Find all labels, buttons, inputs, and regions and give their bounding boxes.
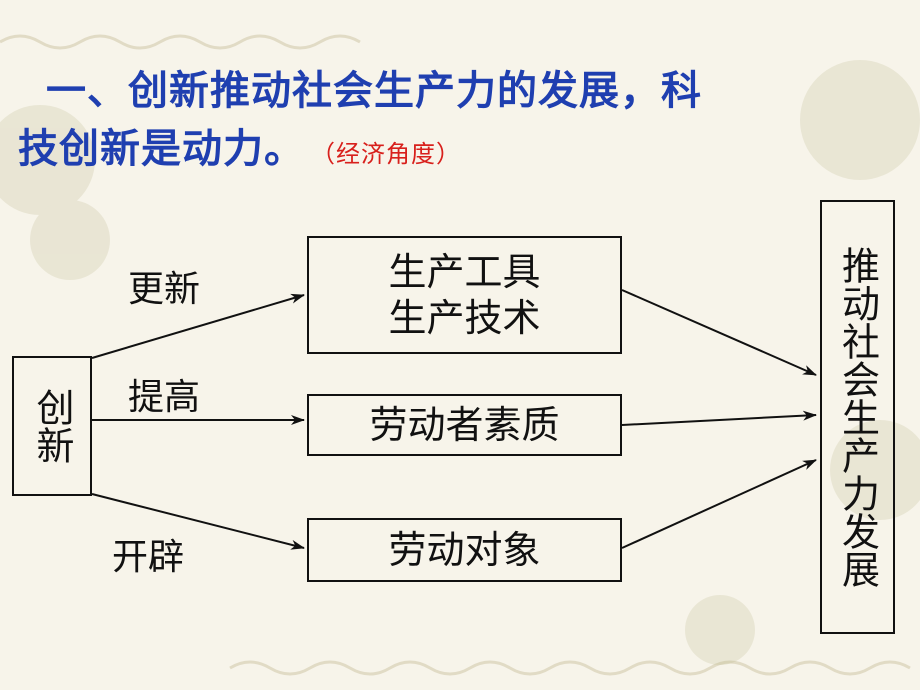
label-improve: 提高 bbox=[128, 377, 201, 418]
box-production-tools: 生产工具 生产技术 bbox=[307, 236, 622, 354]
title-line-1: 一、创新推动社会生产力的发展，科 bbox=[46, 68, 702, 114]
box-labor-object: 劳动对象 bbox=[307, 518, 622, 582]
label-update: 更新 bbox=[128, 269, 201, 310]
title-note: （经济角度） bbox=[323, 140, 461, 168]
box-tools-line-2: 生产技术 bbox=[388, 296, 541, 340]
box-tools-line-1: 生产工具 bbox=[388, 250, 541, 294]
title-line-2: 技创新是动力。 （经济角度） bbox=[18, 120, 898, 183]
label-open-up: 开辟 bbox=[112, 537, 185, 578]
result-box-productivity: 推动社会生产力发展 bbox=[820, 200, 895, 634]
page-title: 一、创新推动社会生产力的发展，科 技创新是动力。 （经济角度） bbox=[18, 62, 898, 183]
title-line-2-text: 技创新是动力。 bbox=[18, 126, 305, 172]
source-box-innovation: 创新 bbox=[12, 356, 92, 496]
source-text: 创新 bbox=[30, 388, 74, 464]
box-worker-quality: 劳动者素质 bbox=[307, 394, 622, 456]
result-text: 推动社会生产力发展 bbox=[835, 246, 880, 588]
box-labor-text: 劳动者素质 bbox=[369, 403, 560, 447]
box-object-text: 劳动对象 bbox=[388, 528, 541, 572]
